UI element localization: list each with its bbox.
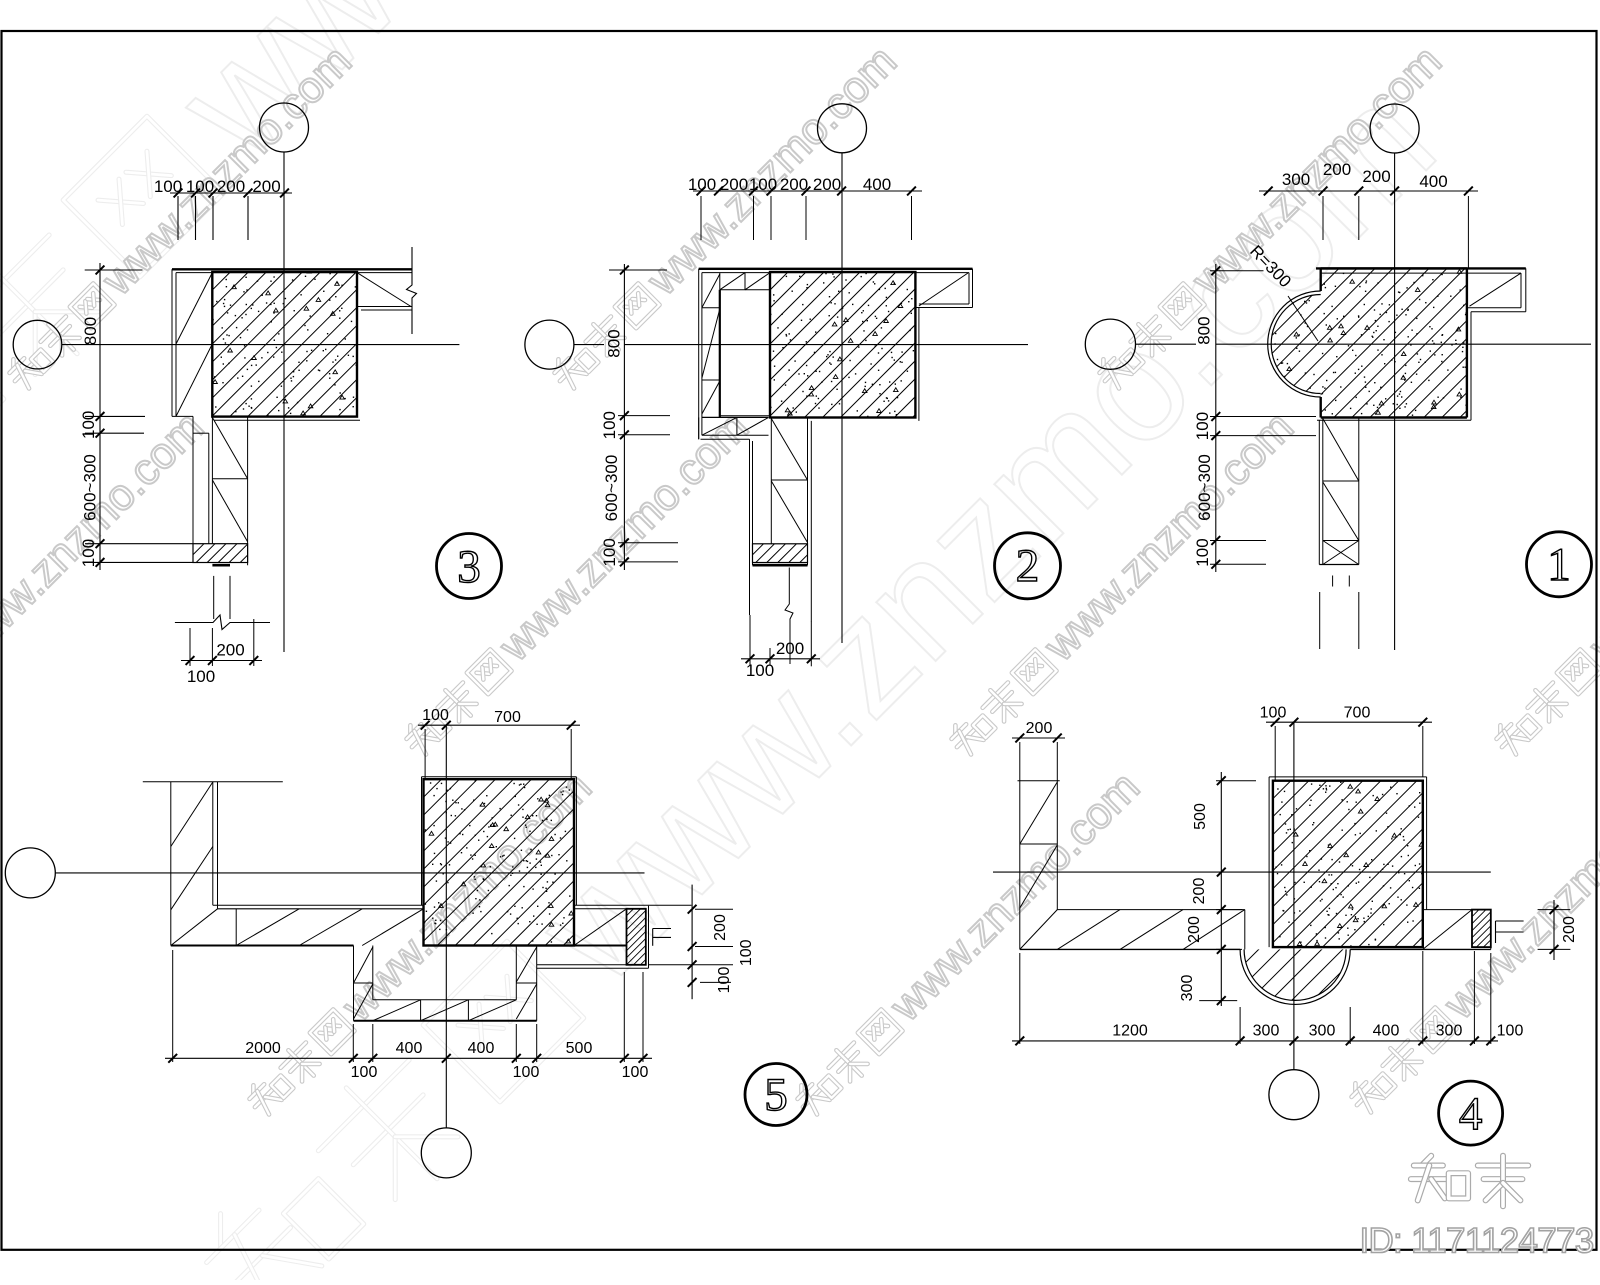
svg-text:300: 300 xyxy=(1179,975,1196,1002)
svg-text:200: 200 xyxy=(712,914,729,941)
svg-text:1200: 1200 xyxy=(1112,1023,1148,1040)
svg-text:100: 100 xyxy=(746,661,774,680)
svg-text:400: 400 xyxy=(1419,172,1447,191)
svg-text:200: 200 xyxy=(1186,916,1203,943)
svg-text:2000: 2000 xyxy=(245,1040,281,1057)
svg-text:200: 200 xyxy=(813,175,841,194)
svg-text:100: 100 xyxy=(351,1064,378,1081)
svg-text:200: 200 xyxy=(1323,160,1351,179)
svg-text:1: 1 xyxy=(1547,539,1571,591)
svg-text:100: 100 xyxy=(1193,412,1212,440)
svg-text:800: 800 xyxy=(1195,316,1214,344)
svg-text:100: 100 xyxy=(1193,538,1212,566)
svg-text:100: 100 xyxy=(600,411,619,439)
svg-text:100: 100 xyxy=(187,667,215,686)
svg-text:100: 100 xyxy=(688,175,716,194)
svg-text:700: 700 xyxy=(1344,704,1371,721)
svg-text:300: 300 xyxy=(1253,1023,1280,1040)
svg-text:400: 400 xyxy=(468,1040,495,1057)
svg-text:100: 100 xyxy=(1497,1023,1524,1040)
svg-text:400: 400 xyxy=(396,1040,423,1057)
svg-text:700: 700 xyxy=(494,709,521,726)
svg-text:100: 100 xyxy=(716,967,733,994)
svg-text:200: 200 xyxy=(216,641,244,660)
svg-text:100: 100 xyxy=(154,177,182,196)
svg-text:100: 100 xyxy=(79,539,98,567)
svg-text:4: 4 xyxy=(1459,1088,1483,1140)
svg-text:800: 800 xyxy=(605,329,624,357)
svg-text:300: 300 xyxy=(1282,170,1310,189)
svg-text:100: 100 xyxy=(79,411,98,439)
svg-text:ID: 1171124773: ID: 1171124773 xyxy=(1359,1222,1593,1261)
svg-text:5: 5 xyxy=(764,1069,788,1121)
svg-text:3: 3 xyxy=(457,541,481,593)
svg-text:500: 500 xyxy=(566,1040,593,1057)
svg-text:200: 200 xyxy=(1191,878,1208,905)
svg-text:2: 2 xyxy=(1016,540,1040,592)
svg-text:400: 400 xyxy=(1373,1023,1400,1040)
svg-text:100: 100 xyxy=(622,1064,649,1081)
svg-text:600~300: 600~300 xyxy=(81,454,100,521)
svg-text:200: 200 xyxy=(1026,720,1053,737)
svg-text:100: 100 xyxy=(513,1064,540,1081)
svg-text:500: 500 xyxy=(1192,803,1209,830)
svg-text:100: 100 xyxy=(600,538,619,566)
svg-text:100: 100 xyxy=(738,939,755,966)
svg-text:100: 100 xyxy=(186,177,214,196)
svg-text:200: 200 xyxy=(217,177,245,196)
svg-text:200: 200 xyxy=(252,177,280,196)
svg-text:800: 800 xyxy=(81,317,100,345)
svg-text:400: 400 xyxy=(863,175,891,194)
svg-text:600~300: 600~300 xyxy=(1195,454,1214,521)
svg-text:600~300: 600~300 xyxy=(602,455,621,522)
svg-text:200: 200 xyxy=(720,175,748,194)
svg-text:200: 200 xyxy=(1561,916,1578,943)
svg-text:100: 100 xyxy=(749,175,777,194)
svg-text:200: 200 xyxy=(780,175,808,194)
svg-text:100: 100 xyxy=(1260,704,1287,721)
svg-text:200: 200 xyxy=(776,639,804,658)
svg-text:300: 300 xyxy=(1309,1023,1336,1040)
svg-text:300: 300 xyxy=(1436,1023,1463,1040)
svg-text:200: 200 xyxy=(1362,167,1390,186)
svg-text:100: 100 xyxy=(422,707,449,724)
